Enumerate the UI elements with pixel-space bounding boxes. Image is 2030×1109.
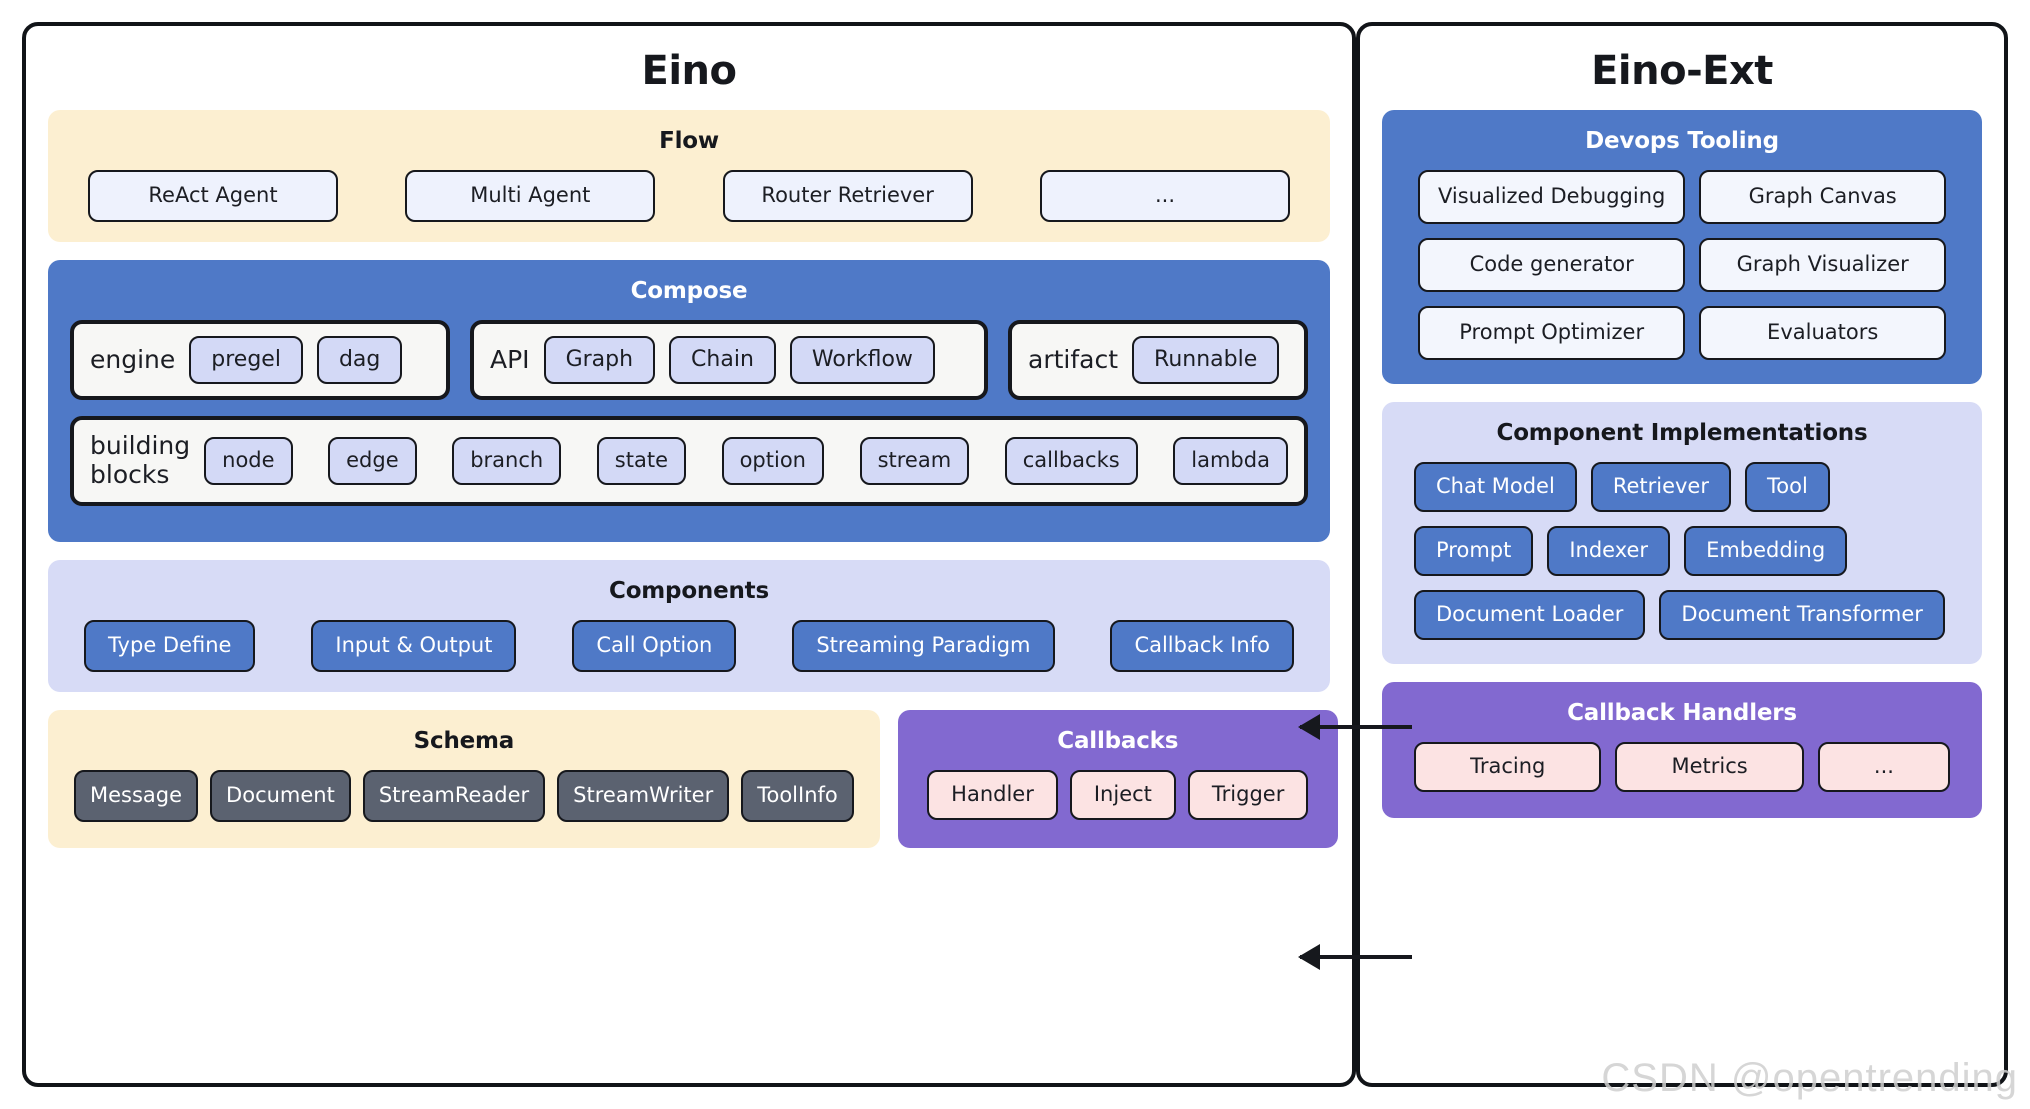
- devops-graph-canvas[interactable]: Graph Canvas: [1699, 170, 1946, 224]
- component-streaming-paradigm[interactable]: Streaming Paradigm: [792, 619, 1055, 672]
- compose-engine-label: engine: [90, 344, 176, 374]
- compose-api-workflow[interactable]: Workflow: [789, 336, 935, 384]
- building-block-branch[interactable]: branch: [452, 436, 562, 485]
- compose-building-blocks-group: building blocks node edge branch state o…: [70, 416, 1308, 506]
- impl-prompt[interactable]: Prompt: [1414, 526, 1534, 576]
- impl-document-loader[interactable]: Document Loader: [1414, 590, 1646, 640]
- schema-section-title: Schema: [413, 727, 515, 754]
- eino-ext-panel-title: Eino-Ext: [1591, 48, 1773, 94]
- devops-tooling-items: Visualized Debugging Graph Canvas Code g…: [1404, 170, 1960, 360]
- schema-callbacks-row: Schema Message Document StreamReader Str…: [48, 709, 1338, 866]
- component-implementations-title: Component Implementations: [1496, 420, 1868, 446]
- flow-items: ReAct Agent Multi Agent Router Retriever…: [70, 170, 1308, 222]
- building-block-node[interactable]: node: [204, 436, 293, 485]
- flow-item-multi-agent[interactable]: Multi Agent: [405, 170, 656, 222]
- compose-engine-pregel[interactable]: pregel: [189, 336, 303, 384]
- component-type-define[interactable]: Type Define: [84, 619, 256, 672]
- eino-panel: Eino Flow ReAct Agent Multi Agent Router…: [22, 22, 1356, 1087]
- compose-building-blocks-label: building blocks: [90, 431, 191, 489]
- handler-more[interactable]: ...: [1817, 742, 1950, 792]
- flow-item-router-retriever[interactable]: Router Retriever: [722, 170, 973, 222]
- callback-handlers-title: Callback Handlers: [1567, 700, 1797, 726]
- impl-indexer[interactable]: Indexer: [1547, 526, 1671, 576]
- components-section-title: Components: [609, 577, 769, 604]
- components-section: Components Type Define Input & Output Ca…: [48, 559, 1330, 692]
- impl-tool[interactable]: Tool: [1744, 462, 1830, 512]
- impl-chat-model[interactable]: Chat Model: [1414, 462, 1577, 512]
- devops-graph-visualizer[interactable]: Graph Visualizer: [1699, 238, 1946, 292]
- compose-building-blocks-row: building blocks node edge branch state o…: [70, 416, 1308, 506]
- flow-section-title: Flow: [659, 128, 719, 154]
- compose-top-row: engine pregel dag API Graph Chain Workfl…: [70, 320, 1308, 400]
- devops-evaluators[interactable]: Evaluators: [1699, 306, 1946, 360]
- schema-streamreader[interactable]: StreamReader: [362, 769, 546, 822]
- impl-embedding[interactable]: Embedding: [1684, 526, 1848, 576]
- devops-tooling-title: Devops Tooling: [1585, 128, 1779, 154]
- component-input-output[interactable]: Input & Output: [311, 619, 517, 672]
- compose-api-label: API: [490, 344, 530, 374]
- compose-engine-group: engine pregel dag: [70, 320, 450, 400]
- callback-trigger[interactable]: Trigger: [1187, 769, 1309, 820]
- callbacks-section-title: Callbacks: [1057, 727, 1179, 754]
- building-block-option[interactable]: option: [721, 436, 824, 485]
- callbacks-section: Callbacks Handler Inject Trigger: [897, 709, 1338, 848]
- building-block-stream[interactable]: stream: [859, 436, 970, 485]
- compose-artifact-group: artifact Runnable: [1008, 320, 1308, 400]
- compose-building-blocks-items: node edge branch state option stream cal…: [204, 436, 1288, 485]
- devops-tooling-section: Devops Tooling Visualized Debugging Grap…: [1382, 110, 1982, 384]
- schema-message[interactable]: Message: [74, 769, 199, 822]
- eino-panel-title: Eino: [641, 48, 738, 94]
- schema-items: Message Document StreamReader StreamWrit…: [70, 769, 858, 822]
- arrow-component-implementations-to-components: [1298, 714, 1412, 740]
- compose-artifact-label: artifact: [1028, 344, 1119, 374]
- component-implementations-row-1: Chat Model Retriever Tool: [1414, 462, 1950, 512]
- callback-handlers-items: Tracing Metrics ...: [1404, 742, 1960, 792]
- schema-section: Schema Message Document StreamReader Str…: [48, 709, 880, 848]
- compose-api-group: API Graph Chain Workflow: [470, 320, 988, 400]
- compose-api-graph[interactable]: Graph: [543, 336, 656, 384]
- component-implementations-row-2: Prompt Indexer Embedding: [1414, 526, 1950, 576]
- callbacks-items: Handler Inject Trigger: [920, 769, 1316, 820]
- schema-streamwriter[interactable]: StreamWriter: [557, 769, 730, 822]
- compose-section-title: Compose: [630, 278, 748, 304]
- schema-document[interactable]: Document: [210, 769, 351, 822]
- impl-document-transformer[interactable]: Document Transformer: [1659, 590, 1945, 640]
- handler-metrics[interactable]: Metrics: [1615, 742, 1804, 792]
- flow-section: Flow ReAct Agent Multi Agent Router Retr…: [48, 110, 1330, 242]
- schema-toolinfo[interactable]: ToolInfo: [741, 769, 854, 822]
- impl-retriever[interactable]: Retriever: [1590, 462, 1731, 512]
- callback-handlers-section: Callback Handlers Tracing Metrics ...: [1382, 682, 1982, 818]
- building-block-state[interactable]: state: [596, 436, 686, 485]
- compose-engine-dag[interactable]: dag: [316, 336, 403, 384]
- devops-prompt-optimizer[interactable]: Prompt Optimizer: [1418, 306, 1686, 360]
- building-block-edge[interactable]: edge: [328, 436, 417, 485]
- devops-visualized-debugging[interactable]: Visualized Debugging: [1418, 170, 1686, 224]
- compose-api-chain[interactable]: Chain: [669, 336, 776, 384]
- devops-code-generator[interactable]: Code generator: [1418, 238, 1686, 292]
- compose-artifact-runnable[interactable]: Runnable: [1132, 336, 1280, 384]
- component-implementations-row-3: Document Loader Document Transformer: [1414, 590, 1950, 640]
- component-implementations-section: Component Implementations Chat Model Ret…: [1382, 402, 1982, 664]
- building-block-callbacks[interactable]: callbacks: [1004, 436, 1138, 485]
- component-callback-info[interactable]: Callback Info: [1110, 619, 1294, 672]
- components-items: Type Define Input & Output Call Option S…: [70, 619, 1308, 672]
- flow-item-more[interactable]: ...: [1039, 170, 1290, 222]
- flow-item-react-agent[interactable]: ReAct Agent: [88, 170, 338, 222]
- arrow-callback-handlers-to-callbacks: [1298, 944, 1412, 970]
- callback-handler[interactable]: Handler: [927, 769, 1058, 820]
- compose-section: Compose engine pregel dag API Graph Chai…: [48, 260, 1330, 542]
- component-implementations-items: Chat Model Retriever Tool Prompt Indexer…: [1404, 462, 1960, 640]
- eino-ext-panel: Eino-Ext Devops Tooling Visualized Debug…: [1356, 22, 2008, 1087]
- component-call-option[interactable]: Call Option: [572, 619, 737, 672]
- building-block-lambda[interactable]: lambda: [1173, 436, 1288, 485]
- handler-tracing[interactable]: Tracing: [1414, 742, 1602, 792]
- callback-inject[interactable]: Inject: [1069, 769, 1176, 820]
